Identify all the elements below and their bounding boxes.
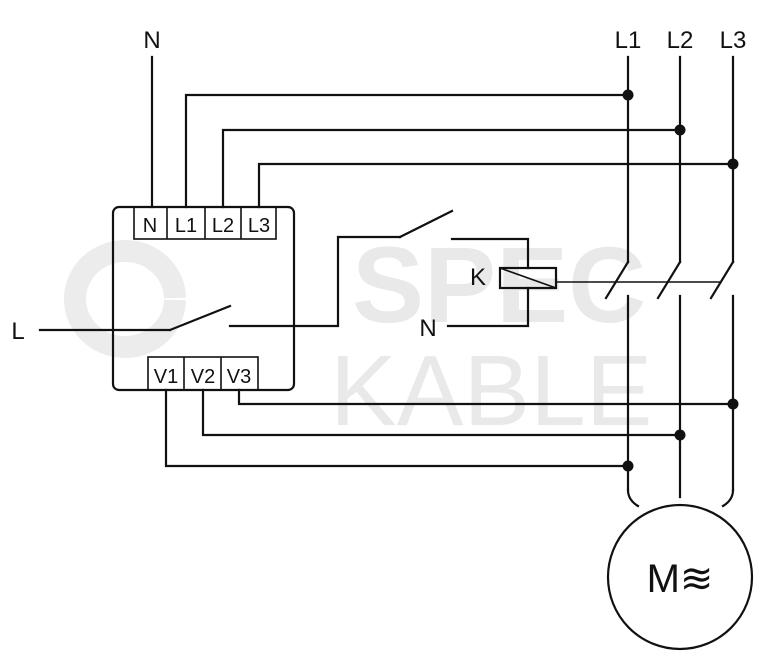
phase-bend-l3 [721, 488, 735, 508]
wire-v1 [164, 388, 630, 468]
watermark: SPEC KABLE [64, 224, 652, 447]
wire-coil-bottom [446, 286, 530, 328]
terminal-l3: L3 [248, 215, 270, 237]
label-n-coil: N [419, 315, 436, 342]
top-terminal-block: N L1 L2 L3 [133, 206, 277, 240]
watermark-line2: KABLE [330, 335, 652, 447]
junction-v1 [622, 460, 634, 472]
bottom-terminal-block: V1 V2 V3 [147, 356, 259, 391]
terminal-l1: L1 [175, 215, 197, 237]
label-l2: L2 [667, 27, 694, 54]
terminal-l2: L2 [212, 215, 234, 237]
wire-controller-output [228, 235, 402, 328]
terminal-v2: V2 [191, 366, 215, 388]
controller-contact [168, 304, 232, 332]
relay-coil-diagonal [499, 267, 557, 289]
wire-coil-top [450, 237, 530, 270]
contact-l1 [604, 260, 630, 300]
junction-v3 [727, 398, 739, 410]
terminal-n: N [143, 215, 157, 237]
label-n-top: N [143, 27, 160, 54]
motor [606, 503, 754, 651]
terminal-v1: V1 [154, 366, 178, 388]
wire-l2-tap [221, 128, 682, 209]
watermark-logo [64, 240, 186, 358]
phase-bend-l1 [626, 488, 640, 508]
wire-l3-tap [257, 162, 735, 209]
wire-l1-tap [184, 93, 630, 209]
junction-v2 [674, 429, 686, 441]
junction-l3-top [727, 158, 739, 170]
control-switch [398, 209, 454, 239]
wire-v2 [201, 388, 682, 437]
contact-l2 [656, 260, 682, 300]
junction-l2-top [674, 124, 686, 136]
label-l1: L1 [615, 27, 642, 54]
junction-l1-top [622, 89, 634, 101]
label-relay-k: K [470, 264, 486, 291]
motor-label: M≋ [647, 557, 714, 601]
label-l-input: L [11, 318, 24, 345]
terminal-v3: V3 [227, 366, 251, 388]
wire-v3 [237, 388, 735, 406]
contact-l3 [709, 260, 735, 300]
label-l3: L3 [720, 27, 747, 54]
